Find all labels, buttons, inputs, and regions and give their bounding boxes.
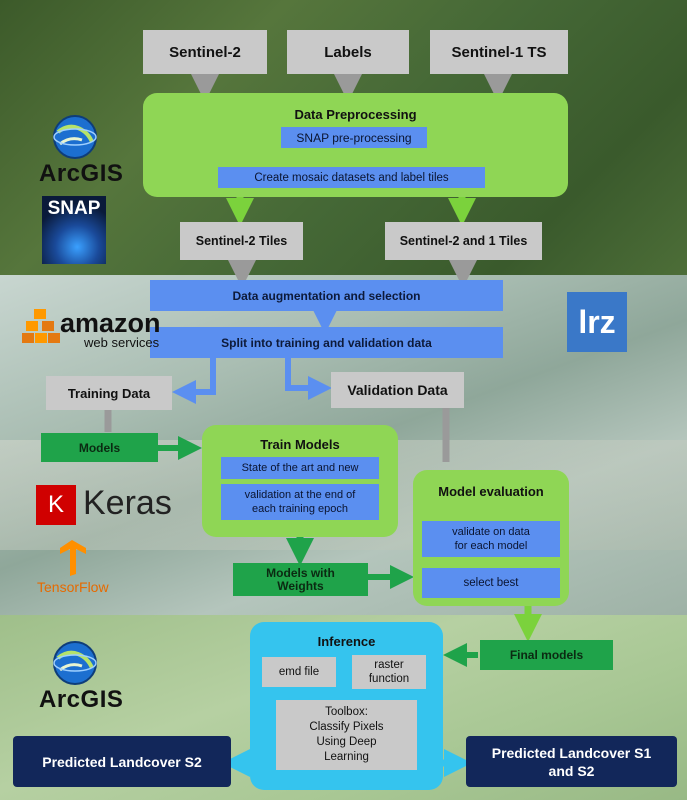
predicted-landcover-s1-s2: Predicted Landcover S1 and S2 — [466, 736, 677, 787]
final-models: Final models — [480, 640, 613, 670]
models-with-weights: Models with Weights — [233, 563, 368, 596]
epoch-validation-step: validation at the end of each training e… — [221, 484, 379, 520]
input-sentinel-2: Sentinel-2 — [143, 30, 267, 74]
keras-logo: Keras — [83, 484, 172, 522]
validate-models-step: validate on data for each model — [422, 521, 560, 557]
sentinel-2-and-1-tiles: Sentinel-2 and 1 Tiles — [385, 222, 542, 260]
lrz-logo: lrz — [567, 292, 627, 352]
create-mosaic-step: Create mosaic datasets and label tiles — [218, 167, 485, 188]
data-augmentation-step: Data augmentation and selection — [150, 280, 503, 311]
sentinel-2-tiles: Sentinel-2 Tiles — [180, 222, 303, 260]
train-models-title: Train Models — [260, 437, 340, 452]
amazon-logo: amazon — [60, 308, 161, 338]
emd-file: emd file — [262, 657, 336, 687]
validation-data: Validation Data — [331, 372, 464, 408]
snap-logo: SNAP — [42, 196, 106, 264]
split-data-step: Split into training and validation data — [150, 327, 503, 358]
keras-k-icon: K — [36, 485, 76, 525]
input-sentinel-1: Sentinel-1 TS — [430, 30, 568, 74]
select-best-step: select best — [422, 568, 560, 598]
predicted-landcover-s2: Predicted Landcover S2 — [13, 736, 231, 787]
inference-title: Inference — [317, 634, 376, 649]
input-labels: Labels — [287, 30, 409, 74]
aws-logo-subtitle: web services — [84, 335, 160, 350]
raster-function: raster function — [352, 655, 426, 689]
arcgis-logo-top: ArcGIS — [39, 160, 124, 187]
tensorflow-icon — [58, 540, 88, 576]
tensorflow-logo: TensorFlow — [37, 579, 109, 595]
state-of-the-art-step: State of the art and new — [221, 457, 379, 479]
models-box: Models — [41, 433, 158, 462]
arcgis-logo-bottom: ArcGIS — [39, 686, 124, 713]
arcgis-globe-icon-bottom — [52, 640, 98, 686]
toolbox-classify-pixels: Toolbox: Classify Pixels Using Deep Lear… — [276, 700, 417, 770]
training-data: Training Data — [46, 376, 172, 410]
data-preprocessing-title: Data Preprocessing — [294, 107, 417, 122]
model-evaluation-title: Model evaluation — [438, 484, 544, 499]
aws-cubes-icon — [22, 307, 60, 347]
snap-preprocessing-step: SNAP pre-processing — [281, 127, 427, 148]
train-models-panel: Train Models — [202, 425, 398, 537]
arcgis-globe-icon — [52, 114, 98, 160]
